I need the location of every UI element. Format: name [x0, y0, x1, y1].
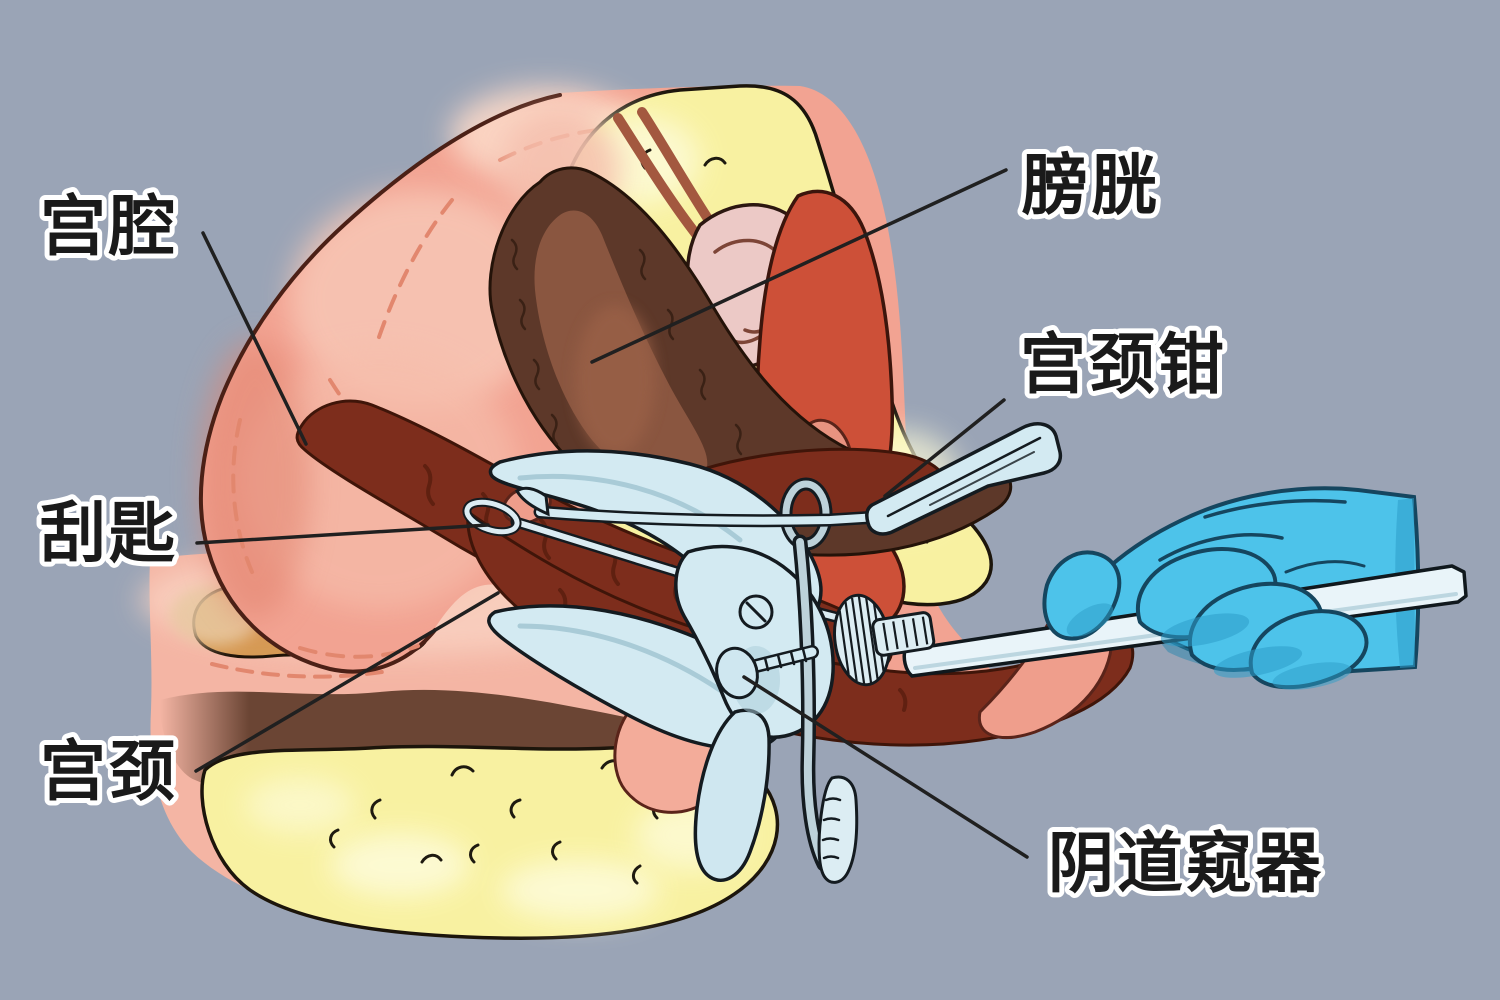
- label-bladder: 膀胱: [1022, 147, 1160, 224]
- leader-line-cervical-forceps: [883, 398, 1006, 498]
- speculum-hub: [674, 544, 835, 739]
- leader-line-bladder: [590, 168, 1008, 364]
- leader-line-vaginal-speculum: [742, 675, 1029, 859]
- speculum-thumbscrew: [715, 646, 759, 700]
- uterus-outline-left: [198, 93, 562, 674]
- cervical-forceps-instrument: [515, 422, 1063, 536]
- leader-line-cervix: [194, 591, 500, 773]
- label-cervix: 宫颈: [40, 733, 178, 810]
- ratchet-teeth: [821, 797, 842, 860]
- speculum-handle: [693, 708, 771, 882]
- leader-line-curette: [195, 523, 490, 545]
- label-vaginal-speculum: 阴道窥器: [1048, 825, 1324, 902]
- label-cervical-forceps: 宫颈钳: [1020, 326, 1227, 403]
- curette-collar: [871, 611, 936, 657]
- labels: 宫腔 刮匙 宫颈 膀胱 宫颈钳 阴道窥器: [35, 142, 1326, 907]
- fallopian-tube: [613, 107, 719, 239]
- leader-lines: [194, 168, 1029, 859]
- curette-loop-tip: [464, 499, 520, 535]
- glove-fingers: [1042, 533, 1369, 690]
- speculum-ratchet: [817, 775, 859, 884]
- forceps-tip: [515, 486, 550, 517]
- speculum: [487, 449, 891, 884]
- label-curette: 刮匙: [40, 495, 178, 572]
- leader-line-uterine-cavity: [201, 231, 308, 446]
- label-uterine-cavity: 宫腔: [40, 188, 178, 265]
